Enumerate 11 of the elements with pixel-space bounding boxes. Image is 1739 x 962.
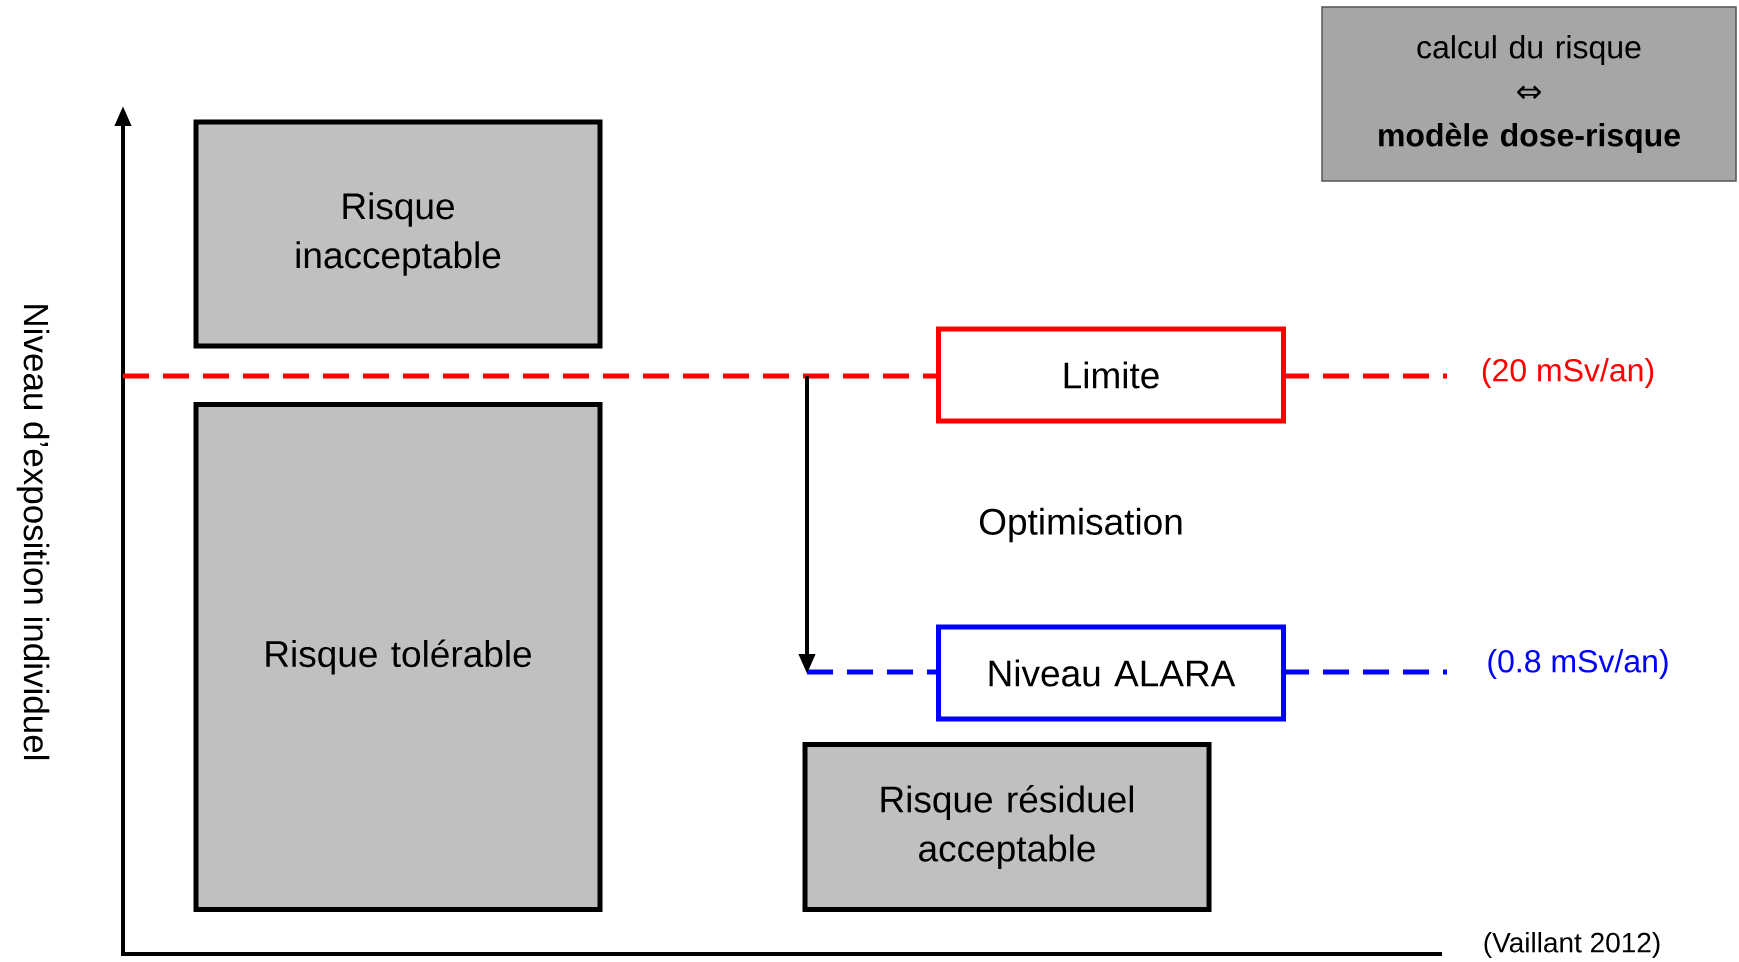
risk-box: Risque résiduel acceptable [802,742,1212,912]
level-box: Niveau ALARA [936,624,1286,722]
value-label: (0.8 mSv/an) [1488,649,1668,679]
note-box: calcul du risque ⇔ modèle dose-risque [1321,6,1737,182]
risk-box: Risque tolérable [193,402,603,912]
risk-box: Risque inacceptable [193,119,603,349]
process-label: Optimisation [979,507,1182,543]
value-label: (20 mSv/an) [1482,358,1654,388]
source-note: (Vaillant 2012) [1484,932,1660,959]
axis-label: Niveau d’exposition individuel [16,305,50,760]
limit-box: Limite [936,326,1286,424]
